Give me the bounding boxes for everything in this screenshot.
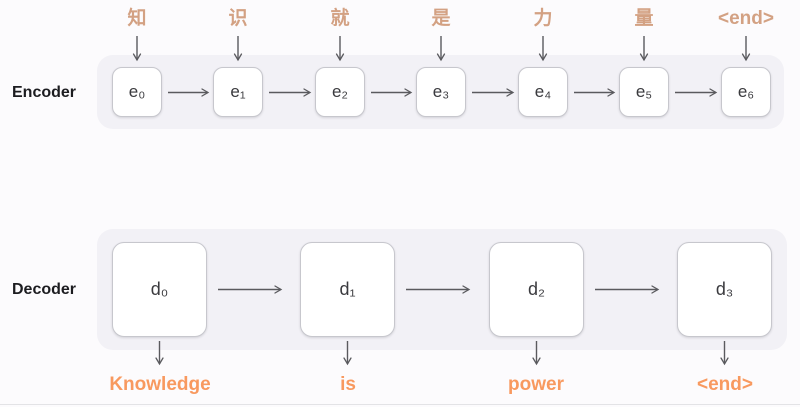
decoder-label: Decoder xyxy=(12,281,77,298)
decoder-output-token: <end> xyxy=(697,374,753,395)
bottom-divider xyxy=(0,404,800,405)
encoder-input-token: 识 xyxy=(228,8,248,29)
decoder-cell-d1: d₁ xyxy=(300,242,395,337)
encoder-input-token: 是 xyxy=(431,8,451,29)
decoder-cell-d2: d₂ xyxy=(489,242,584,337)
encoder-cell-e6: e₆ xyxy=(721,67,771,117)
decoder-cell-d0: d₀ xyxy=(112,242,207,337)
encoder-cell-e4: e₄ xyxy=(518,67,568,117)
encoder-input-token: 量 xyxy=(634,8,654,29)
encoder-input-token: <end> xyxy=(718,8,774,29)
decoder-output-token: power xyxy=(508,374,564,395)
encoder-cell-e2: e₂ xyxy=(315,67,365,117)
encoder-input-token: 知 xyxy=(127,8,147,29)
encoder-input-token: 就 xyxy=(330,8,350,29)
decoder-output-token: Knowledge xyxy=(109,374,211,395)
encoder-input-token: 力 xyxy=(533,8,553,29)
decoder-cell-d3: d₃ xyxy=(677,242,772,337)
encoder-cell-e1: e₁ xyxy=(213,67,263,117)
encoder-cell-e5: e₅ xyxy=(619,67,669,117)
encoder-cell-e3: e₃ xyxy=(416,67,466,117)
decoder-output-token: is xyxy=(340,374,356,395)
encoder-label: Encoder xyxy=(12,84,77,101)
encoder-cell-e0: e₀ xyxy=(112,67,162,117)
